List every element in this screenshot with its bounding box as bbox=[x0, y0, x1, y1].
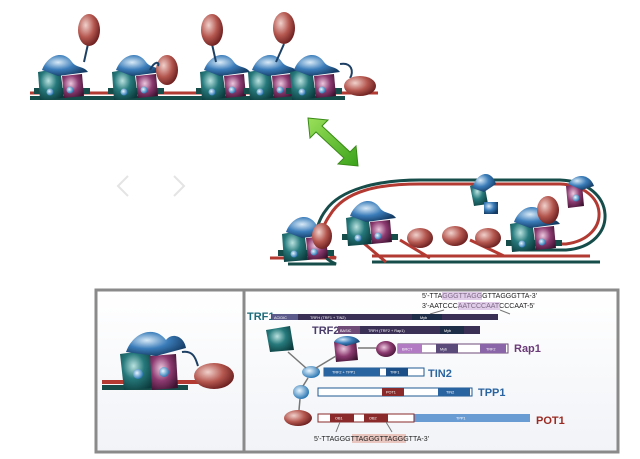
trf1-domain-trfh: TRFH (TRF1 + TIN2) bbox=[310, 316, 346, 320]
trf2-domain-basic: BASIC bbox=[340, 329, 352, 333]
domain-panel: 5'-TTAGGGTTAGGGTTAGGGTTA-3' 3'-AATCCCAAT… bbox=[94, 288, 620, 454]
t-loop-model bbox=[270, 173, 607, 266]
tpp1-domain-tin2: TIN2 bbox=[446, 391, 454, 395]
protein-icons bbox=[266, 326, 396, 426]
complex-illustration bbox=[102, 331, 234, 390]
rap1-domain-trf2: TRF2 bbox=[486, 348, 496, 352]
rap1-icon bbox=[376, 341, 396, 357]
pot1-site-sequence: 5'-TTAGGGTTAGGGTTAGGGTTA-3' bbox=[314, 436, 429, 443]
tpp1-domain-pot1: POT1 bbox=[386, 391, 396, 395]
tin2-domain-trf2-tpp1: TRF2 + TPP1 bbox=[332, 371, 355, 375]
pot1-protein bbox=[475, 228, 501, 248]
pot1-domain-ob1: OB1 bbox=[335, 417, 343, 421]
pot1-protein bbox=[312, 223, 332, 249]
trf1-domain-myb: Myb bbox=[420, 316, 427, 320]
tpp1-icon bbox=[293, 385, 309, 399]
shelterin-complex bbox=[196, 55, 252, 100]
pot1-icon bbox=[284, 410, 312, 426]
tin2-label: TIN2 bbox=[428, 368, 452, 380]
pot1-protein bbox=[344, 76, 376, 96]
rap1-label: Rap1 bbox=[514, 343, 541, 355]
tpp1-label: TPP1 bbox=[478, 387, 506, 399]
rap1-domain-brct: BRCT bbox=[402, 348, 413, 352]
equilibrium-arrow bbox=[307, 117, 359, 167]
pot1-protein bbox=[537, 196, 559, 224]
pot1-protein bbox=[78, 14, 100, 46]
pot1-domain-ob2: OB2 bbox=[369, 417, 377, 421]
trf2-icon bbox=[334, 340, 358, 362]
pot1-label: POT1 bbox=[536, 415, 565, 427]
rap1-domain-myb: Myb bbox=[440, 348, 447, 352]
trf2-domain-bar bbox=[338, 326, 480, 334]
trf1-domain-bar bbox=[272, 314, 498, 320]
faint-marks bbox=[116, 175, 186, 197]
pot1-protein bbox=[407, 228, 433, 248]
shelterin-complex bbox=[108, 55, 164, 100]
pot1-domain-tpp1: TPP1 bbox=[456, 417, 466, 421]
trf2-domain-trfh: TRFH (TRF2 + Rap1) bbox=[368, 329, 405, 333]
tin2-icon bbox=[302, 366, 320, 378]
pot1-protein bbox=[194, 363, 234, 389]
trf1-label: TRF1 bbox=[247, 311, 275, 323]
linear-telomere-model bbox=[30, 12, 378, 100]
shelterin-complex bbox=[566, 175, 594, 208]
trf1-domain-acidic: ACIDIC bbox=[274, 316, 287, 320]
shelterin-complex bbox=[342, 201, 398, 246]
pot1-protein bbox=[442, 226, 468, 246]
trf2-label: TRF2 bbox=[312, 325, 340, 337]
pot1-protein bbox=[201, 14, 223, 46]
shelterin-complex bbox=[286, 55, 342, 100]
shelterin-complex bbox=[34, 55, 90, 100]
pot1-domain-bar bbox=[318, 414, 530, 422]
trf1-icon bbox=[266, 326, 294, 352]
shelterin-complex bbox=[470, 173, 498, 214]
tin2-domain-trf1: TRF1 bbox=[390, 371, 400, 375]
pot1-protein bbox=[156, 55, 178, 85]
trf2-domain-myb: Myb bbox=[444, 329, 451, 333]
pot1-protein bbox=[273, 12, 295, 44]
